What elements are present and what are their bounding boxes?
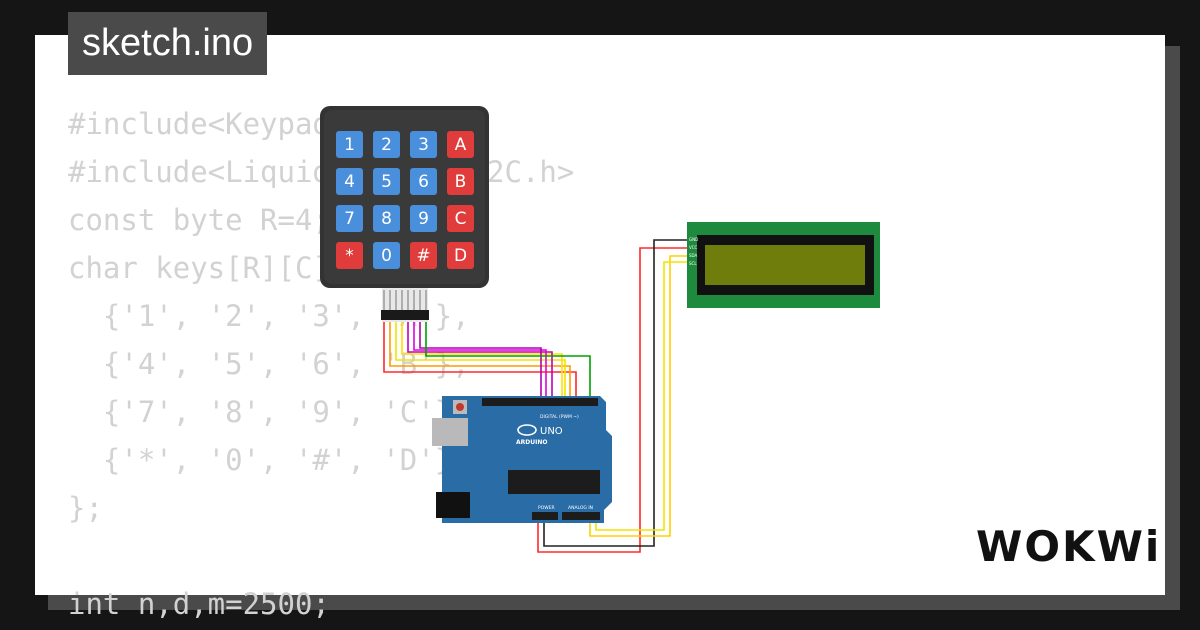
analog-label: ANALOG IN bbox=[568, 505, 593, 511]
lcd-1602-i2c[interactable]: GND VCC SDA SCL bbox=[687, 222, 880, 308]
power-header bbox=[532, 512, 558, 520]
keypad-key-0[interactable] bbox=[373, 242, 400, 269]
lcd-pin-label: SCL bbox=[689, 261, 697, 266]
keypad-key-label: * bbox=[345, 246, 354, 266]
keypad-key-label: 9 bbox=[418, 209, 429, 229]
atmega-chip bbox=[508, 470, 600, 494]
keypad-key-label: 1 bbox=[344, 135, 355, 155]
arduino-uno[interactable]: UNO ARDUINO DIGITAL (PWM ~) POWER ANALOG… bbox=[432, 396, 612, 523]
power-jack bbox=[436, 492, 470, 518]
usb-port bbox=[432, 418, 468, 446]
keypad-key-#[interactable] bbox=[410, 242, 437, 269]
keypad-key-B[interactable] bbox=[447, 168, 474, 195]
arduino-brand: ARDUINO bbox=[516, 439, 547, 446]
keypad-key-label: 7 bbox=[344, 209, 355, 229]
lcd-wires bbox=[537, 239, 690, 553]
lcd-screen bbox=[705, 245, 865, 285]
keypad-header bbox=[381, 310, 429, 320]
keypad-key-6[interactable] bbox=[410, 168, 437, 195]
keypad-key-label: B bbox=[455, 172, 467, 192]
keypad-key-label: 5 bbox=[381, 172, 392, 192]
reset-button[interactable] bbox=[456, 403, 464, 411]
keypad-key-label: 8 bbox=[381, 209, 392, 229]
code-line: {'7', '8', '9', 'C'}, bbox=[68, 395, 470, 429]
wokwi-logo: WOKWi bbox=[976, 522, 1162, 571]
keypad-key-3[interactable] bbox=[410, 131, 437, 158]
digital-header bbox=[482, 398, 598, 406]
keypad-key-4[interactable] bbox=[336, 168, 363, 195]
keypad-key-label: # bbox=[416, 246, 430, 266]
keypad-key-label: 6 bbox=[418, 172, 429, 192]
keypad-key-A[interactable] bbox=[447, 131, 474, 158]
code-line: }; bbox=[68, 491, 103, 525]
keypad-key-5[interactable] bbox=[373, 168, 400, 195]
arduino-model: UNO bbox=[540, 426, 563, 437]
keypad-key-D[interactable] bbox=[447, 242, 474, 269]
keypad-key-label: 0 bbox=[381, 246, 392, 266]
code-line: {'4', '5', '6', 'B'}, bbox=[68, 347, 470, 381]
keypad-4x4[interactable]: 1 2 3 A 4 5 6 B 7 8 9 C * 0 # D bbox=[320, 106, 489, 322]
analog-header bbox=[562, 512, 600, 520]
keypad-key-label: 3 bbox=[418, 135, 429, 155]
keypad-key-9[interactable] bbox=[410, 205, 437, 232]
keypad-key-label: 2 bbox=[381, 135, 392, 155]
file-tab[interactable]: sketch.ino bbox=[68, 12, 268, 75]
keypad-key-7[interactable] bbox=[336, 205, 363, 232]
arduino-logo-icon bbox=[517, 424, 537, 436]
keypad-key-C[interactable] bbox=[447, 205, 474, 232]
power-label: POWER bbox=[538, 505, 555, 511]
keypad-key-label: 4 bbox=[344, 172, 355, 192]
keypad-wires bbox=[383, 320, 591, 398]
keypad-key-*[interactable] bbox=[336, 242, 363, 269]
keypad-key-8[interactable] bbox=[373, 205, 400, 232]
lcd-pin-label: VCC bbox=[689, 245, 698, 250]
code-line: const byte R=4; bbox=[68, 203, 330, 237]
keypad-panel bbox=[324, 110, 485, 284]
lcd-pin-label: SDA bbox=[689, 253, 698, 258]
code-line: int n,d,m=2500; bbox=[68, 587, 330, 621]
keypad-key-1[interactable] bbox=[336, 131, 363, 158]
keypad-key-label: A bbox=[455, 135, 467, 155]
lcd-pin-label: GND bbox=[689, 237, 698, 242]
digital-label: DIGITAL (PWM ~) bbox=[540, 414, 579, 420]
code-line: {'*', '0', '#', 'D'} bbox=[68, 443, 453, 477]
keypad-key-label: D bbox=[454, 246, 467, 266]
keypad-key-label: C bbox=[455, 209, 467, 229]
keypad-key-2[interactable] bbox=[373, 131, 400, 158]
